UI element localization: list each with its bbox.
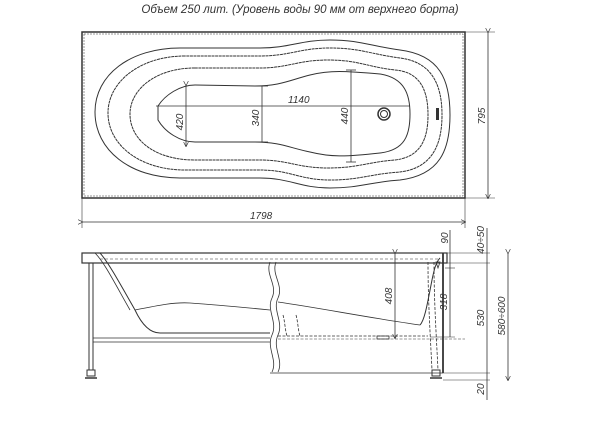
label-rim-height: 40÷50 xyxy=(476,226,487,254)
label-overall-length: 1798 xyxy=(250,211,273,222)
label-foot-height: 20 xyxy=(476,383,487,396)
label-head-width: 420 xyxy=(175,113,186,130)
rim xyxy=(81,252,448,264)
label-foot-width: 440 xyxy=(340,107,351,124)
label-water-depth: 318 xyxy=(439,293,450,310)
top-view xyxy=(82,32,495,228)
top-view-outline xyxy=(81,31,466,199)
label-inner-depth: 408 xyxy=(384,287,395,304)
label-total-height: 580÷600 xyxy=(497,296,508,335)
label-water-gap: 90 xyxy=(440,232,451,244)
label-inner-length: 1140 xyxy=(288,95,310,106)
label-body-height: 530 xyxy=(476,309,487,326)
side-view xyxy=(81,228,508,400)
drawing-title: Объем 250 лит. (Уровень воды 90 мм от ве… xyxy=(141,4,459,16)
label-waist-width: 340 xyxy=(251,109,262,126)
label-overall-width: 795 xyxy=(477,107,488,124)
